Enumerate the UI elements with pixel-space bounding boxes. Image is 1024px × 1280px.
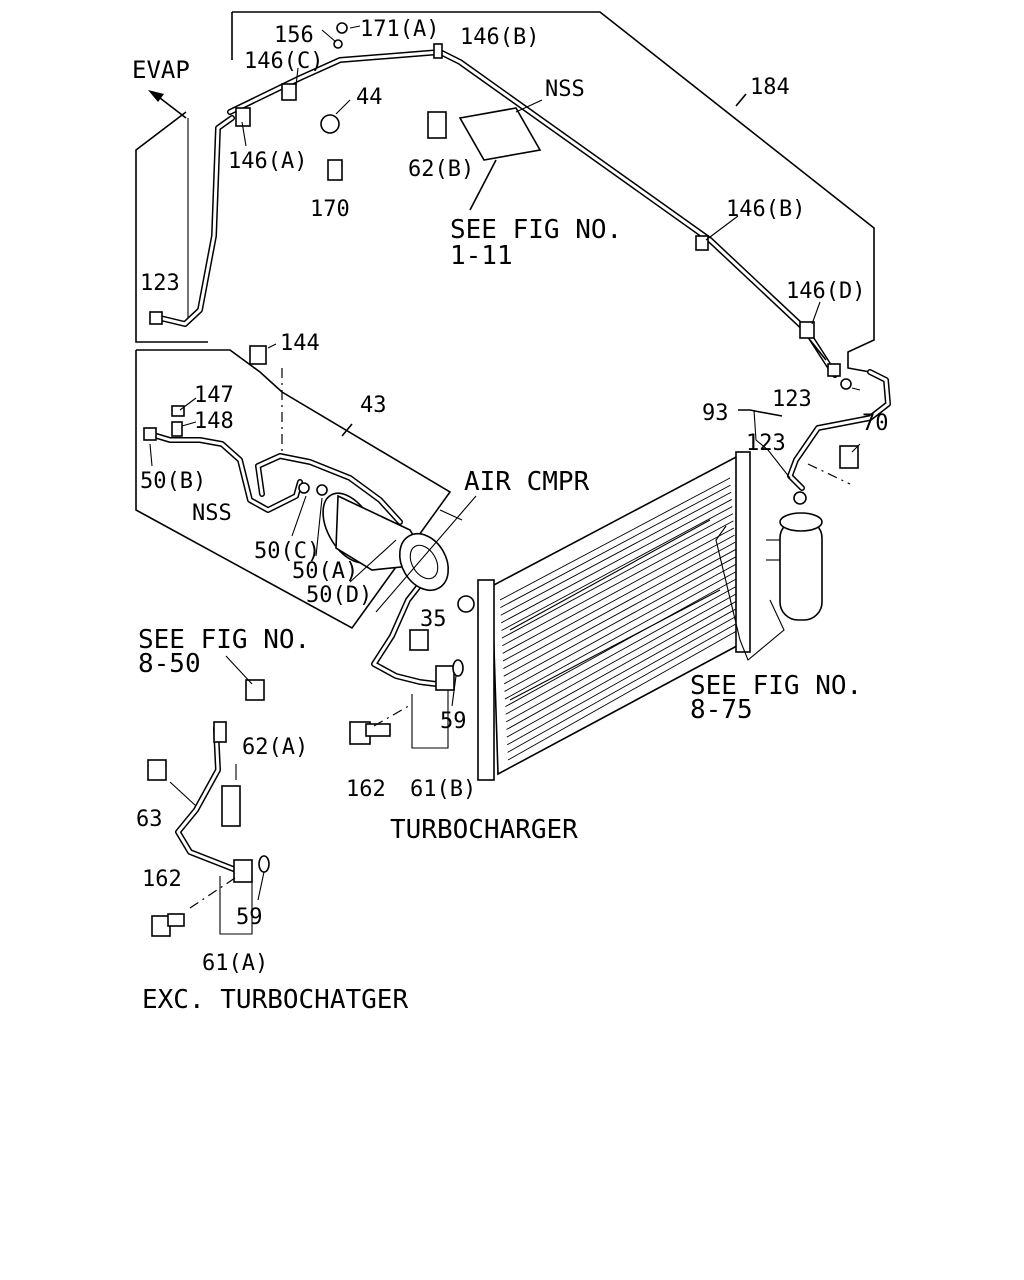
label-61b: 61(B): [410, 777, 476, 802]
air-compressor: [322, 492, 463, 592]
label-62a: 62(A): [242, 735, 308, 760]
label-50c: 50(C): [254, 539, 320, 564]
pipe-to-receiver-93: [787, 369, 891, 491]
label-59-left: 59: [236, 905, 263, 930]
outline-43-group: [135, 349, 452, 630]
label-184: 184: [750, 75, 790, 100]
label-162-left: 162: [142, 867, 182, 892]
pipe-43-compressor: [147, 431, 403, 525]
part-labels: EVAP 156 171(A) 146(B) 146(C) 44 NSS 184…: [132, 17, 889, 1015]
label-evap: EVAP: [132, 56, 190, 84]
label-123-lower: 123: [746, 431, 786, 456]
label-123-right: 123: [772, 387, 812, 412]
label-148: 148: [194, 409, 234, 434]
label-50d: 50(D): [306, 583, 372, 608]
label-air-cmpr: AIR CMPR: [464, 467, 590, 497]
label-93: 93: [702, 401, 729, 426]
label-43: 43: [360, 393, 387, 418]
outline-evap-group: [135, 111, 208, 343]
label-146d: 146(D): [786, 279, 865, 304]
label-nss-left: NSS: [192, 501, 232, 526]
label-nss-top: NSS: [545, 77, 585, 102]
label-turbocharger: TURBOCHARGER: [390, 815, 578, 845]
label-44: 44: [356, 85, 383, 110]
label-146c: 146(C): [244, 49, 323, 74]
label-see-fig-1-11-b: 1-11: [450, 241, 513, 271]
label-162-right: 162: [346, 777, 386, 802]
fasteners: [143, 22, 859, 937]
suction-pipe-184: [227, 49, 838, 378]
label-70: 70: [862, 411, 889, 436]
label-50b: 50(B): [140, 469, 206, 494]
label-147: 147: [194, 383, 234, 408]
receiver-drier: [766, 512, 823, 621]
label-123-left: 123: [140, 271, 180, 296]
leader-lines: [149, 25, 861, 935]
label-see-fig-8-75-b: 8-75: [690, 695, 753, 725]
label-see-fig-8-50-b: 8-50: [138, 649, 201, 679]
module-62b: [427, 107, 542, 161]
label-see-fig-1-11-a: SEE FIG NO.: [450, 215, 622, 245]
outline-184-group: [232, 11, 875, 373]
label-see-fig-8-75-a: SEE FIG NO.: [690, 671, 862, 701]
label-144: 144: [280, 331, 320, 356]
label-63: 63: [136, 807, 163, 832]
label-61a: 61(A): [202, 951, 268, 976]
label-171a: 171(A): [360, 17, 439, 42]
label-35: 35: [420, 607, 447, 632]
label-exc-turbochatger: EXC. TURBOCHATGER: [142, 985, 408, 1015]
label-50a: 50(A): [292, 559, 358, 584]
label-156: 156: [274, 23, 314, 48]
label-59-right: 59: [440, 709, 467, 734]
label-146b-mid: 146(B): [726, 197, 805, 222]
liquid-pipe-evap: [157, 115, 235, 327]
label-62b: 62(B): [408, 157, 474, 182]
label-see-fig-8-50-a: SEE FIG NO.: [138, 625, 310, 655]
label-146a: 146(A): [228, 149, 307, 174]
label-170: 170: [310, 197, 350, 222]
evap-arrow: [148, 90, 189, 318]
label-146b-top: 146(B): [460, 25, 539, 50]
condenser: [457, 451, 751, 781]
